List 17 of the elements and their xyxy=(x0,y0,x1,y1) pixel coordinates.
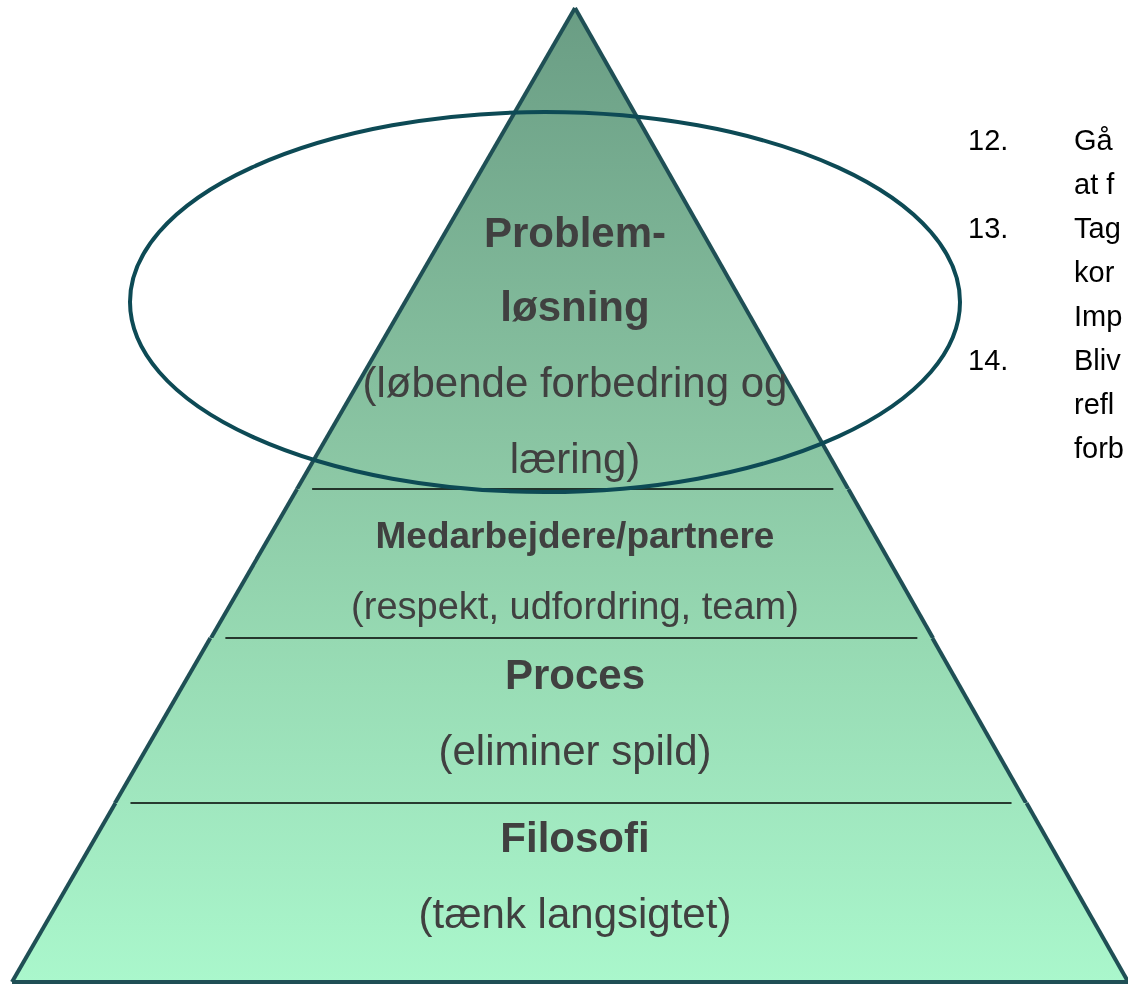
list-number: 13. xyxy=(968,211,1010,246)
layer-heading: Problem-løsning xyxy=(482,208,667,332)
pyramid-layer xyxy=(115,638,1027,803)
list-item-text: Gå at f xyxy=(1074,123,1116,202)
layer-description: (eliminer spild) xyxy=(437,726,713,776)
list-item-text: Tag kor Imp xyxy=(1074,211,1124,334)
layer-description: (løbende forbedring og læring) xyxy=(361,358,789,484)
list-item-text: Bliv refl forb xyxy=(1074,343,1125,466)
list-number: 12. xyxy=(968,123,1010,158)
layer-heading: Medarbejdere/partnere xyxy=(374,514,776,558)
pyramid-layer xyxy=(210,489,933,638)
layer-description: (respekt, udfordring, team) xyxy=(350,584,800,629)
list-number: 14. xyxy=(968,343,1010,378)
layer-heading: Filosofi xyxy=(499,813,651,863)
pyramid-layer xyxy=(12,803,1128,982)
layer-description: (tænk langsigtet) xyxy=(417,889,733,939)
layer-heading: Proces xyxy=(503,650,647,700)
